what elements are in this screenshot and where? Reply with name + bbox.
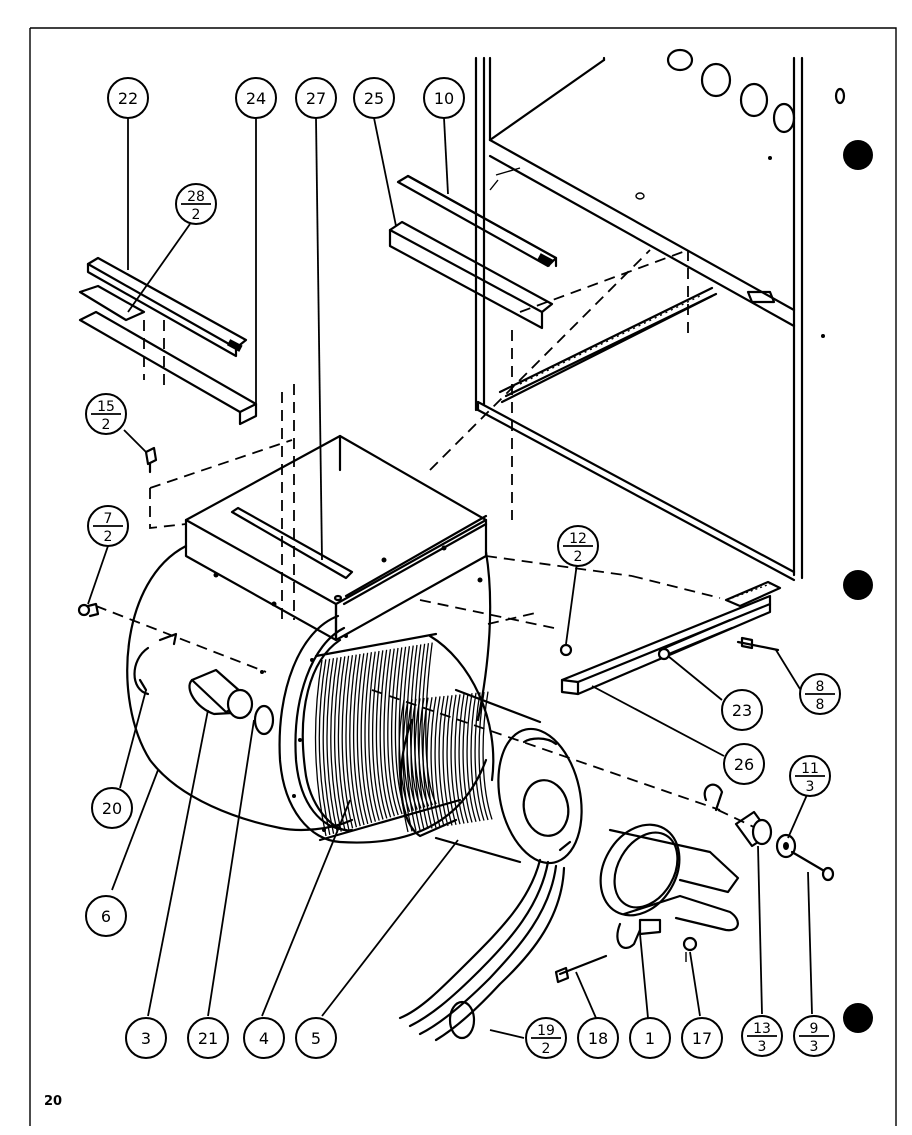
callout-text: 28 [187, 189, 205, 205]
callout-text: 7 [104, 511, 113, 527]
callout-text: 25 [364, 89, 384, 108]
bracket-23 [657, 618, 734, 661]
callout-circle [243, 1017, 285, 1059]
callout-text: 11 [801, 761, 819, 777]
callout-18: 18 [577, 1017, 619, 1059]
callout-circle [423, 77, 465, 119]
callout-17: 17 [681, 1017, 723, 1059]
callout-circle [295, 1017, 337, 1059]
callout-text: 8 [816, 697, 825, 713]
callout-text: 2 [192, 207, 201, 223]
callout-6: 6 [85, 895, 127, 937]
gasket-21 [253, 704, 275, 736]
plate-22 [86, 256, 248, 358]
callout-4: 4 [243, 1017, 285, 1059]
rail-26 [560, 580, 782, 696]
callout-circle [91, 787, 133, 829]
callout-circle [577, 1017, 619, 1059]
callout-19: 192 [525, 1017, 567, 1059]
callout-circle [295, 77, 337, 119]
callout-text: 2 [542, 1041, 551, 1057]
alignment-lines [95, 249, 761, 831]
callout-13: 133 [741, 1015, 783, 1057]
callout-3: 3 [125, 1017, 167, 1059]
capacitor-3 [188, 668, 254, 720]
callout-text: 15 [97, 399, 115, 415]
callout-text: 27 [306, 89, 326, 108]
callout-circle [187, 1017, 229, 1059]
callout-text: 6 [101, 907, 111, 926]
callout-circle [723, 743, 765, 785]
callout-text: 13 [753, 1021, 771, 1037]
callout-20: 20 [91, 787, 133, 829]
callout-text: 22 [118, 89, 138, 108]
bracket-25 [388, 220, 554, 330]
motor-mount-1 [599, 783, 740, 949]
wheel-fins [314, 642, 493, 837]
callout-text: 20 [102, 799, 122, 818]
callout-28: 282 [175, 183, 217, 225]
callout-text: 2 [102, 417, 111, 433]
callout-text: 2 [104, 529, 113, 545]
callout-text: 4 [259, 1029, 269, 1048]
callout-text: 8 [816, 679, 825, 695]
callout-15: 152 [85, 393, 127, 435]
callout-text: 5 [311, 1029, 321, 1048]
bracket-10 [396, 174, 558, 268]
callout-1: 1 [629, 1017, 671, 1059]
callout-text: 19 [537, 1023, 555, 1039]
callout-circle [721, 689, 763, 731]
furnace-cabinet [474, 48, 846, 582]
callout-circle [681, 1017, 723, 1059]
callout-25: 25 [353, 77, 395, 119]
callout-27: 27 [295, 77, 337, 119]
callout-12: 122 [557, 525, 599, 567]
callout-text: 2 [574, 549, 583, 565]
callout-circle [125, 1017, 167, 1059]
callout-7: 72 [87, 505, 129, 547]
callout-circle [107, 77, 149, 119]
callout-text: 3 [810, 1039, 819, 1055]
callout-8: 88 [799, 673, 841, 715]
callout-11: 113 [789, 755, 831, 797]
page-number: 20 [44, 1094, 63, 1109]
motor-5 [398, 688, 583, 1042]
callout-21: 21 [187, 1017, 229, 1059]
callout-text: 9 [810, 1021, 819, 1037]
callout-text: 12 [569, 531, 587, 547]
callout-9: 93 [793, 1015, 835, 1057]
callout-text: 1 [645, 1029, 655, 1048]
callout-text: 18 [588, 1029, 608, 1048]
blower-wheel-4 [301, 632, 495, 842]
callout-10: 10 [423, 77, 465, 119]
callout-text: 10 [434, 89, 454, 108]
callout-26: 26 [723, 743, 765, 785]
binder-holes [843, 140, 873, 1033]
callout-circle [85, 895, 127, 937]
callout-text: 3 [141, 1029, 151, 1048]
hardware [77, 446, 835, 984]
callout-circle [235, 77, 277, 119]
callout-24: 24 [235, 77, 277, 119]
callout-text: 17 [692, 1029, 712, 1048]
callout-text: 3 [806, 779, 815, 795]
callout-22: 22 [107, 77, 149, 119]
callout-text: 26 [734, 755, 754, 774]
callout-text: 21 [198, 1029, 218, 1048]
callout-23: 23 [721, 689, 763, 731]
gasket-28 [78, 284, 146, 322]
callout-circle [353, 77, 395, 119]
leader-lines [87, 117, 813, 1039]
callout-text: 23 [732, 701, 752, 720]
callout-text: 24 [246, 89, 266, 108]
callout-text: 3 [758, 1039, 767, 1055]
callout-5: 5 [295, 1017, 337, 1059]
page-border [29, 27, 897, 1126]
callout-circle [629, 1017, 671, 1059]
